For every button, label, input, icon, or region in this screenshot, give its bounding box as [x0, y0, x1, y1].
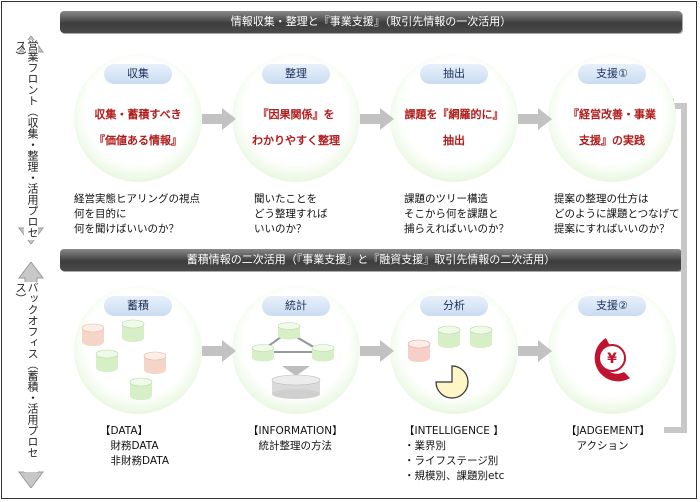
top-arrow-1 [202, 108, 236, 130]
node-cylinder-right [311, 344, 335, 362]
node-cylinder-top [277, 322, 301, 340]
step-organize-line2: わかりやすく整理 [252, 134, 340, 147]
step-accumulate-pill: 蓄積 [104, 296, 172, 316]
step-support2-pill: 支援② [578, 296, 646, 316]
yen-glyph: ¥ [607, 351, 617, 367]
step-extract-line1: 課題を『網羅的に』 [404, 108, 504, 121]
cylinder-green-b [469, 325, 493, 348]
top-arrow-2 [360, 108, 394, 130]
step-statistics-pill: 統計 [262, 296, 330, 316]
step-analysis-desc: 【INTELLIGENCE 】 ・業界別 ・ライフステージ別 ・規模別、課題別e… [404, 425, 505, 482]
step-extract-desc: 課題のツリー構造 そこから何を課題と 捕らえればいいのか？ [404, 193, 509, 235]
analysis-icon [407, 325, 493, 399]
step-collect-desc: 経営実態ヒアリングの視点 何を目的に 何を聞けばいいのか？ [74, 193, 200, 235]
step-collect-line1: 収集・蓄積すべき [94, 108, 182, 121]
yen-icon: ¥ [594, 338, 630, 382]
step-support1-line1: 『経営改善・事業 [568, 108, 656, 121]
pie-chart-icon [435, 365, 469, 399]
cylinder-green-3 [129, 377, 153, 400]
step-support1-desc: 提案の整理の仕方は どのように課題とつなげて 提案にすればいいのか？ [554, 193, 680, 235]
cylinder-green-2 [95, 349, 119, 372]
step-support2: 支援② ¥ [548, 286, 676, 414]
node-cylinder-left [251, 344, 275, 362]
step-analysis: 分析 [390, 286, 518, 414]
step-organize-desc: 聞いたことを どう整理すれば いいのか？ [254, 193, 328, 235]
step-support1-line2: 支援』の実践 [579, 134, 645, 147]
step-collect-line2: 『価値ある情報』 [94, 134, 182, 147]
step-accumulate: 蓄積 [74, 286, 202, 414]
statistics-network-icon [251, 322, 335, 399]
step-support1: 支援① 『経営改善・事業 支援』の実践 [548, 54, 676, 182]
step-extract-line2: 抽出 [443, 134, 465, 147]
bottom-arrow-3 [518, 340, 552, 362]
cylinder-pink-a [407, 339, 431, 362]
cylinder-green-a [437, 325, 461, 348]
top-arrow-3 [518, 108, 552, 130]
data-cylinders-icon [81, 319, 167, 400]
step-extract-pill: 抽出 [420, 64, 488, 84]
step-organize: 整理 『因果関係』を わかりやすく整理 [232, 54, 360, 182]
top-banner: 情報収集・整理と『事業支援』（取引先情報の一次活用） [60, 11, 682, 33]
step-statistics: 統計 [232, 286, 360, 414]
step-analysis-pill: 分析 [420, 296, 488, 316]
step-statistics-desc: 【INFORMATION】 統計整理の方法 [248, 425, 343, 452]
step-support2-desc: 【JADGEMENT】 アクション [566, 425, 650, 452]
cylinder-green-1 [121, 319, 145, 342]
step-collect-pill: 収集 [104, 64, 172, 84]
bottom-arrow-2 [360, 340, 394, 362]
cylinder-pink-2 [143, 351, 167, 374]
back-process-label: バックオフィス（蓄積・活用プロセス） [14, 282, 39, 472]
cylinder-pink-1 [81, 323, 105, 346]
front-process-label: 営業フロント（収集・整理・活用プロセス） [14, 40, 39, 240]
step-support1-pill: 支援① [578, 64, 646, 84]
step-extract: 抽出 課題を『網羅的に』 抽出 [390, 54, 518, 182]
step-accumulate-desc: 【DATA】 財務DATA 非財務DATA [100, 425, 170, 467]
step-organize-pill: 整理 [262, 64, 330, 84]
step-collect: 収集 収集・蓄積すべき 『価値ある情報』 [74, 54, 202, 182]
bottom-arrow-1 [202, 340, 236, 362]
bottom-banner: 蓄積情報の二次活用（『事業支援』と『融資支援』取引先情報の二次活用） [60, 249, 682, 271]
large-cylinder [271, 374, 321, 399]
step-organize-line1: 『因果関係』を [257, 108, 335, 121]
